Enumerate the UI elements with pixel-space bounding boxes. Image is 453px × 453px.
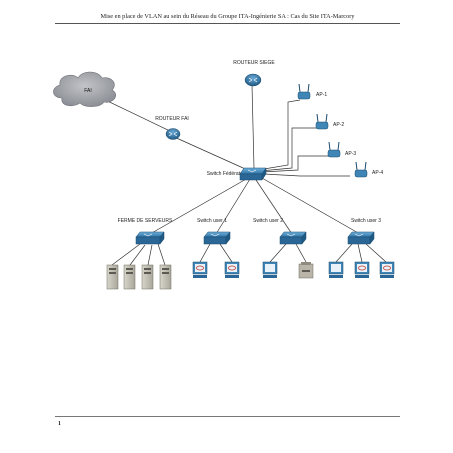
page-number: 1 bbox=[58, 421, 61, 427]
switch-user-3-label: Switch user 3 bbox=[351, 218, 381, 224]
cloud-label: FAI bbox=[84, 88, 92, 94]
ap-4-label: AP-4 bbox=[372, 170, 383, 176]
server-icon bbox=[159, 264, 172, 290]
router-arrows-icon bbox=[248, 77, 258, 83]
pc-group bbox=[192, 261, 395, 279]
switch-user-2-label: Switch user 2 bbox=[253, 218, 283, 224]
server-group bbox=[106, 264, 172, 290]
page-header-title: Mise en place de VLAN au sein du Réseau … bbox=[100, 13, 355, 20]
pc-icon bbox=[354, 261, 370, 278]
network-links bbox=[94, 84, 387, 266]
server-icon bbox=[123, 264, 136, 290]
ap-3: AP-3 bbox=[327, 141, 356, 158]
switch-federateur: Switch Fédérateur bbox=[207, 167, 267, 181]
pc-icon bbox=[192, 261, 208, 278]
pc-icon bbox=[328, 261, 344, 278]
switch-ferme-serveurs: FERME DE SERVEURS bbox=[118, 218, 173, 245]
ap-3-label: AP-3 bbox=[345, 151, 356, 157]
ap-2-label: AP-2 bbox=[333, 122, 344, 128]
routeur-siege-label: ROUTEUR SIEGE bbox=[233, 60, 275, 66]
header-rule bbox=[55, 23, 400, 24]
server-icon bbox=[106, 264, 119, 290]
switch-federateur-label: Switch Fédérateur bbox=[207, 171, 248, 177]
footer-rule bbox=[55, 416, 400, 417]
ferme-serveurs-label: FERME DE SERVEURS bbox=[118, 218, 173, 224]
printer-icon bbox=[298, 262, 314, 279]
ap-1-label: AP-1 bbox=[316, 92, 327, 98]
ap-4: AP-4 bbox=[354, 161, 383, 178]
switch-user-2: Switch user 2 bbox=[253, 218, 307, 245]
routeur-siege: ROUTEUR SIEGE bbox=[233, 60, 275, 87]
switch-user-1-label: Switch user 1 bbox=[197, 218, 227, 224]
routeur-fai-label: ROUTEUR FAI bbox=[155, 116, 189, 122]
switch-user-1: Switch user 1 bbox=[197, 218, 231, 245]
pc-icon bbox=[379, 261, 395, 278]
ap-1: AP-1 bbox=[297, 83, 327, 100]
fai-cloud: FAI bbox=[53, 71, 116, 107]
server-icon bbox=[141, 264, 154, 290]
ap-2: AP-2 bbox=[315, 113, 344, 130]
switch-user-3: Switch user 3 bbox=[347, 218, 381, 245]
pc-icon bbox=[224, 261, 240, 278]
pc-icon bbox=[262, 261, 278, 278]
routeur-fai: ROUTEUR FAI bbox=[155, 116, 189, 140]
